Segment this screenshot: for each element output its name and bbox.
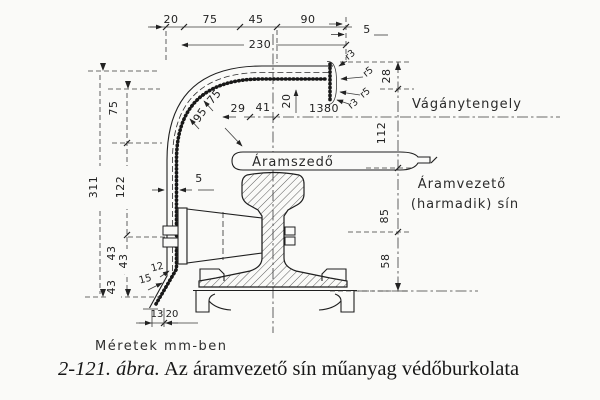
cover-outer-contour bbox=[149, 65, 333, 309]
web-nut-bottom bbox=[284, 236, 296, 246]
track-axis-label: Vágánytengely bbox=[412, 97, 522, 112]
conductor-rail-label-1: Áramvezető bbox=[418, 176, 506, 192]
dim-right-112: 112 bbox=[375, 122, 388, 145]
dim-wall-thickness: 5 bbox=[152, 172, 214, 193]
chair-right-leg bbox=[334, 290, 355, 313]
foot-clip-right bbox=[321, 268, 347, 281]
shoe-end-tick bbox=[430, 156, 438, 164]
cap-radius-2: r5 bbox=[361, 65, 376, 80]
technical-drawing: Áramszedő 20 75 45 90 230 5 bbox=[85, 13, 560, 354]
web-nut-top bbox=[284, 226, 296, 236]
rail-cross-section bbox=[198, 171, 348, 288]
dim-chain-right: 28 112 85 58 bbox=[330, 61, 414, 292]
side-annotations: Vágánytengely Áramvezető (harmadik) sín bbox=[411, 97, 522, 212]
dim-right-85: 85 bbox=[378, 209, 391, 224]
dim-chain-top: 20 75 45 90 230 5 bbox=[148, 13, 388, 63]
radius-75: 75 bbox=[205, 87, 225, 107]
dim-top-20: 20 bbox=[164, 13, 179, 26]
cover-end-cap bbox=[326, 61, 337, 105]
dim-wall-5: 5 bbox=[195, 172, 203, 185]
pantograph-shoe: Áramszedő bbox=[231, 151, 438, 171]
radius-95: 95 bbox=[191, 105, 210, 125]
dim-top-total: 230 bbox=[249, 38, 272, 51]
chair-left-leg bbox=[195, 290, 216, 313]
cap-radius-1: r3 bbox=[343, 48, 358, 63]
end-cap-outline bbox=[326, 61, 337, 105]
mount-bolt-washer bbox=[162, 237, 179, 248]
dim-left-311: 311 bbox=[87, 176, 100, 199]
pantograph-label: Áramszedő bbox=[252, 154, 334, 170]
insulator-bracket bbox=[162, 207, 263, 265]
dim-right-58: 58 bbox=[379, 254, 392, 269]
cover-dashed-midline bbox=[172, 72, 329, 271]
cap-radius-3: r5 bbox=[358, 86, 373, 101]
dim-mid-29: 29 bbox=[231, 102, 246, 115]
figure-caption-number: 2-121. ábra. bbox=[58, 358, 160, 380]
dim-left-13: 13 bbox=[151, 309, 164, 320]
dim-left-20: 20 bbox=[166, 309, 179, 320]
chair-left-hook bbox=[208, 300, 232, 311]
dim-right-28: 28 bbox=[380, 69, 393, 84]
units-note: Méretek mm-ben bbox=[95, 339, 228, 354]
dim-left-12: 12 bbox=[150, 261, 165, 275]
insulator-plate bbox=[177, 207, 188, 265]
dim-left-122: 122 bbox=[114, 176, 127, 199]
foot-clip-left bbox=[199, 268, 225, 281]
mount-bolt-head bbox=[162, 225, 179, 236]
dim-mid-20: 20 bbox=[280, 94, 293, 109]
conductor-rail-label-2: (harmadik) sín bbox=[411, 197, 519, 212]
rail-chair bbox=[193, 268, 478, 313]
dim-top-75: 75 bbox=[203, 13, 218, 26]
rail-profile bbox=[198, 171, 348, 288]
figure-caption-text: Az áramvezető sín műanyag védőburkolata bbox=[163, 358, 520, 380]
dim-chain-mid: 29 41 20 1380 bbox=[222, 89, 560, 147]
dim-left-43b: 43 bbox=[117, 254, 130, 269]
shoe-body bbox=[231, 151, 431, 171]
insulator-body bbox=[186, 208, 263, 264]
protective-cover bbox=[143, 65, 333, 310]
leader-to-shoe bbox=[224, 127, 243, 147]
cover-stipple-band bbox=[154, 77, 327, 306]
dim-top-90: 90 bbox=[301, 13, 316, 26]
dim-left-43a: 43 bbox=[105, 246, 118, 261]
figure-caption: 2-121. ábra. Az áramvezető sín műanyag v… bbox=[58, 358, 578, 381]
cap-radius-callouts: r3 r5 r5 r3 bbox=[336, 48, 376, 111]
dim-left-75: 75 bbox=[107, 101, 120, 116]
dim-cap-gap: 5 bbox=[363, 23, 371, 36]
dim-left-43c: 43 bbox=[105, 280, 118, 295]
dim-mid-1380: 1380 bbox=[309, 102, 339, 115]
dim-top-45: 45 bbox=[249, 13, 264, 26]
dim-left-15: 15 bbox=[138, 273, 153, 287]
dim-mid-41: 41 bbox=[256, 101, 271, 114]
chair-right-hook bbox=[318, 300, 342, 311]
dim-chain-left: 75 311 122 43 43 43 15 12 13 20 bbox=[85, 63, 198, 327]
